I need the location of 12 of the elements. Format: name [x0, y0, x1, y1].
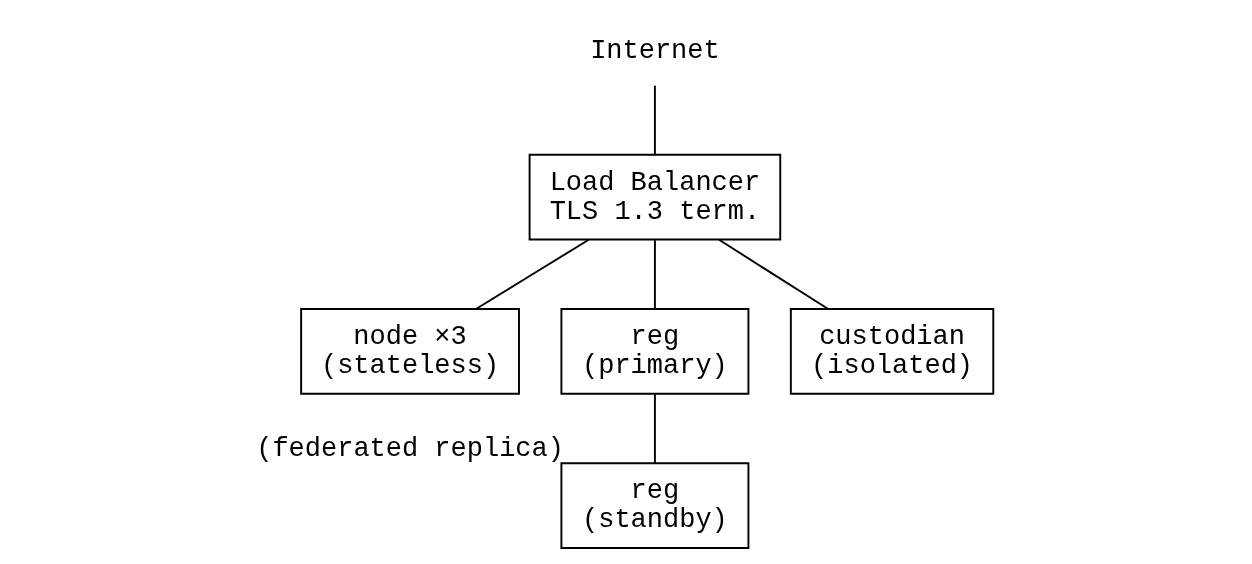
node-text: Internet	[590, 35, 720, 66]
node-box: Load Balancer TLS 1.3 term.	[528, 153, 782, 241]
connector	[475, 238, 590, 310]
node-box: reg (primary)	[560, 308, 750, 395]
connector	[718, 238, 829, 310]
connector	[653, 393, 656, 465]
node-box: node ×3 (stateless)	[300, 308, 520, 395]
node-box: reg (standby)	[560, 462, 750, 550]
connector	[653, 239, 656, 310]
connector	[653, 84, 656, 156]
node-label: (federated replica)	[256, 433, 564, 464]
node-box: custodian (isolated)	[789, 308, 995, 395]
